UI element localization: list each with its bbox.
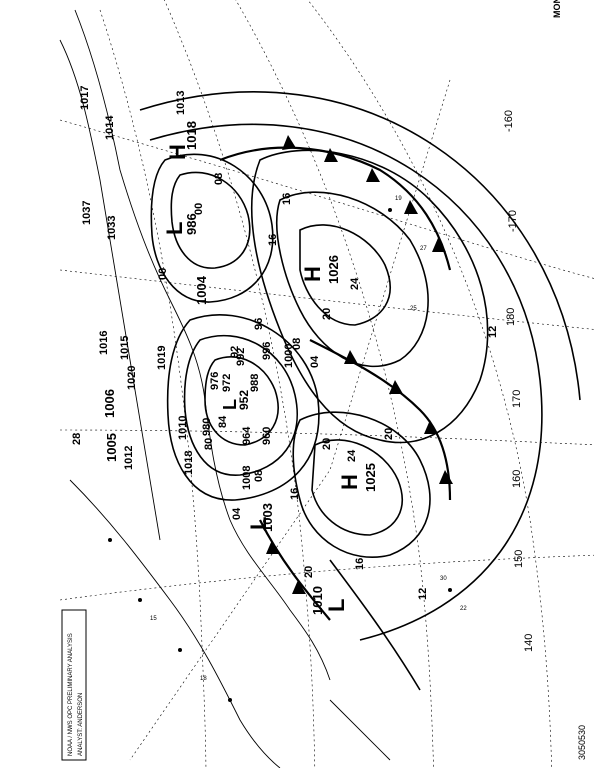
isobars [139, 91, 581, 691]
low-pressure-value: 952 [237, 390, 251, 410]
isobar-label: 24 [346, 449, 358, 462]
header-line-1: NOAA / NWS OPC PRELIMINARY ANALYSIS [68, 633, 74, 756]
low-pressure-letter: L [246, 517, 271, 530]
longitude-label: -170 [507, 210, 519, 232]
isobar-label: 980 [201, 418, 213, 436]
isobar-label: 96 [253, 318, 265, 330]
isobar-label: 04 [231, 507, 243, 520]
isobar-label: 1020 [126, 366, 138, 390]
isobar-label: 1010 [177, 416, 189, 440]
station-number: 22 [460, 606, 467, 612]
isobar-label: 80 [203, 438, 215, 450]
low-pressure-value: 1010 [310, 586, 325, 615]
isobar-label: 1018 [183, 451, 195, 475]
isobar-label: 16 [267, 234, 279, 246]
isobar-label: 964 [241, 426, 253, 445]
isobar-label: 996 [261, 342, 273, 360]
station-plots: 27 30 22 25 19 15 18 [108, 196, 467, 702]
isobar-label: 16 [289, 488, 301, 500]
isobar-label: 992 [235, 348, 247, 366]
isobar-label: 08 [213, 173, 225, 185]
isobar-label: 12 [417, 588, 429, 600]
isobar-label: 00 [157, 268, 169, 280]
chart-id: 3050530 [577, 725, 587, 760]
high-pressure-letter: H [165, 144, 190, 160]
isobar-label: 16 [354, 558, 366, 570]
isobar-label: 12 [487, 326, 499, 338]
isobar-label: 1008 [241, 466, 253, 490]
station-number: 19 [395, 196, 402, 202]
isobar-label: 1016 [98, 331, 110, 355]
low-pressure-value: 986 [184, 213, 199, 235]
longitude-label: 160 [511, 470, 523, 488]
isobar-label: 20 [383, 428, 395, 440]
longitude-label: 180 [505, 308, 517, 326]
coastlines [59, 9, 391, 768]
isobar-label: 84 [217, 415, 229, 428]
isobar-label: 24 [349, 277, 361, 290]
isobar-label: 20 [303, 566, 315, 578]
isobar-label: 1019 [156, 346, 168, 370]
longitude-label: -160 [503, 110, 515, 132]
low-pressure-letter: L [324, 599, 349, 612]
high-pressure-letter: H [300, 266, 325, 282]
isobar-label: 92 [229, 346, 241, 358]
isobar-label: 04 [309, 355, 321, 368]
low-pressure-value: 1003 [260, 503, 275, 532]
low-pressure-value: 1005 [104, 433, 119, 462]
station-number: 18 [200, 676, 207, 682]
high-pressure-letter: H [337, 474, 362, 490]
isobar-label: 1033 [106, 216, 118, 240]
isobar-label: 988 [249, 374, 261, 392]
isobar-label: 1015 [119, 336, 131, 360]
low-pressure-letter: L [162, 222, 187, 235]
high-pressure-value: 1025 [363, 463, 378, 492]
isobar-label: 00 [193, 203, 205, 215]
station-number: 15 [150, 616, 157, 622]
isobar-label: 1014 [104, 115, 116, 140]
longitude-label: 150 [513, 550, 525, 568]
isobar-label: 20 [321, 308, 333, 320]
station-number: 25 [410, 306, 417, 312]
header-line-2: ANALYST: ANDERSON [78, 693, 84, 756]
station-number: 30 [440, 576, 447, 582]
longitude-label: 140 [523, 634, 535, 652]
isobar-label: 20 [321, 438, 333, 450]
cold-front [219, 135, 453, 621]
isobar-label: 1000 [283, 344, 295, 368]
low-pressure-letter: L [220, 399, 240, 410]
pressure-centers: H 1026 H 1025 H 1018 L 986 L 952 L 1003 … [102, 121, 378, 615]
analysis-header: NOAA / NWS OPC PRELIMINARY ANALYSIS ANAL… [61, 609, 87, 761]
low-pressure-value: 1004 [194, 275, 209, 305]
station-number: 27 [420, 246, 427, 252]
isobar-label: 1037 [81, 201, 93, 225]
low-pressure-value: 1006 [102, 389, 117, 418]
isobar-label: 08 [291, 338, 303, 350]
isobar-label: 08 [253, 470, 265, 482]
isobar-label: 1012 [123, 446, 135, 470]
isobar-labels: 1017 1013 1014 1033 1037 1015 1016 1019 … [71, 86, 499, 600]
longitude-labels: -160 -170 180 170 160 150 140 [503, 110, 535, 652]
isobar-label: 1013 [175, 91, 187, 115]
longitude-label: 170 [511, 390, 523, 408]
isobar-label: 976 [209, 372, 221, 390]
isobar-label: 16 [281, 193, 293, 205]
isobar-label: 960 [261, 427, 273, 445]
isobar-label: 1017 [79, 86, 91, 110]
isobar-label: 972 [221, 374, 233, 392]
high-pressure-value: 1026 [326, 255, 341, 284]
corner-label: MONS TRO [552, 0, 562, 18]
isobar-label: 28 [71, 433, 83, 445]
high-pressure-value: 1018 [184, 121, 199, 150]
